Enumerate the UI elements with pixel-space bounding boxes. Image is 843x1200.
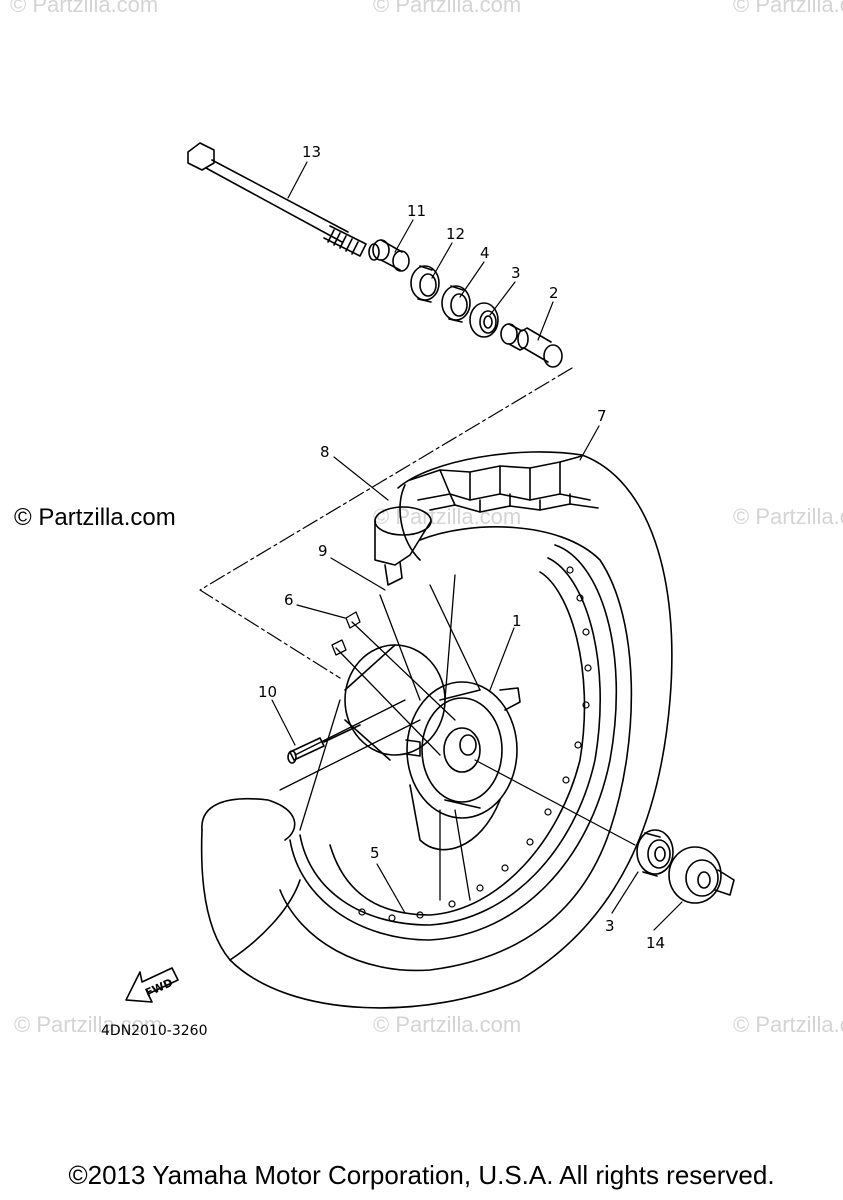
callout-4: 4: [480, 244, 490, 262]
tire-part: [200, 451, 673, 1009]
rim-part: [289, 544, 618, 941]
watermark-bottom-left: © Partzilla.com: [14, 1012, 163, 1037]
fwd-arrow-icon: [125, 967, 179, 1003]
callout-7: 7: [597, 407, 607, 425]
callout-3-top: 3: [511, 264, 521, 282]
callout-13: 13: [302, 143, 321, 161]
oil-seal-part: [410, 265, 440, 303]
callout-1: 1: [512, 612, 522, 630]
part-code: 4DN2010-3260: [101, 1023, 207, 1039]
callout-11: 11: [407, 202, 426, 220]
bearing-part-3-top: [469, 302, 499, 338]
watermark-mid-right: © Partzilla.com: [733, 504, 843, 529]
watermark-bottom-center: © Partzilla.com: [373, 1012, 522, 1037]
callout-labels: 13 11 12 4 3 2 7 8 9 6 1 10 5 3 14 FWD 4…: [101, 143, 665, 1039]
valve-part: [287, 724, 361, 764]
watermark-top-left: © Partzilla.com: [10, 0, 159, 17]
spacer-part: [500, 323, 563, 368]
tube-part: [374, 506, 432, 586]
watermark-top-right: © Partzilla.com: [733, 0, 843, 17]
rim-spoke-holes: [358, 566, 592, 922]
collar-part: [368, 239, 410, 272]
bearing-part-3-bottom: [636, 829, 674, 877]
watermark-top-center: © Partzilla.com: [373, 0, 522, 17]
callout-2: 2: [549, 284, 559, 302]
gear-unit-part: [668, 846, 735, 904]
bearing-part-4: [441, 285, 471, 323]
watermark-bottom-right: © Partzilla.com: [733, 1012, 843, 1037]
callout-5: 5: [370, 844, 380, 862]
copyright-notice: ©2013 Yamaha Motor Corporation, U.S.A. A…: [68, 1160, 775, 1190]
hub-part: [344, 644, 521, 851]
watermark-mid-left: © Partzilla.com: [14, 504, 176, 531]
callout-9: 9: [318, 542, 328, 560]
callout-8: 8: [320, 443, 330, 461]
axle-part: [187, 142, 367, 257]
spokes-part: [279, 574, 481, 901]
callout-leaders: [271, 161, 683, 931]
callout-12: 12: [446, 225, 465, 243]
callout-10: 10: [258, 683, 277, 701]
callout-6: 6: [284, 591, 294, 609]
callout-14: 14: [646, 934, 665, 952]
callout-3-bottom: 3: [605, 917, 615, 935]
